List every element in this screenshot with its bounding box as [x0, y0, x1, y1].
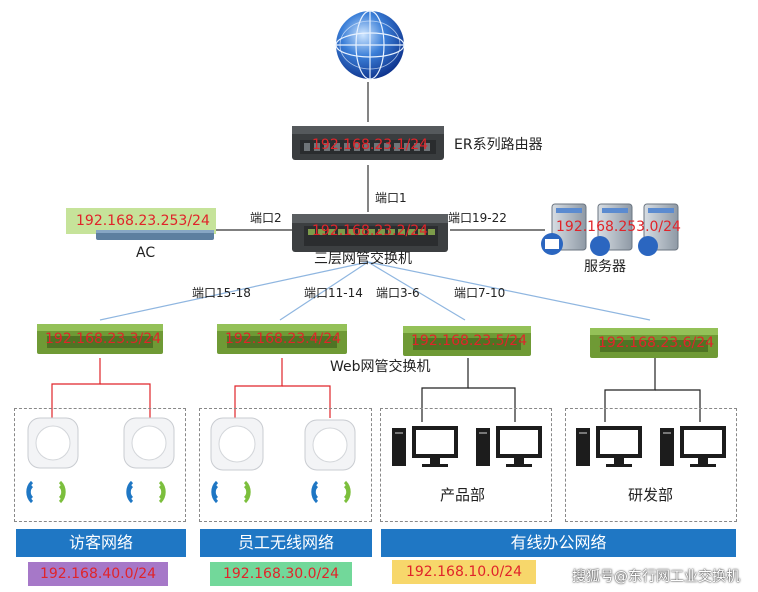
product-dept-box	[380, 408, 552, 522]
router-ip: 192.168.23.1/24	[312, 137, 429, 153]
web-switch-3: 192.168.23.5/24	[403, 324, 531, 358]
pc-icon	[392, 426, 458, 467]
port-2-label: 端口2	[250, 211, 282, 225]
web-switch-1: 192.168.23.3/24	[37, 322, 163, 356]
internet-globe-icon	[335, 10, 405, 80]
wired-subnet: 192.168.10.0/24	[392, 560, 536, 584]
web-switch-3-ip: 192.168.23.5/24	[411, 333, 528, 349]
servers-ip: 192.168.253.0/24	[556, 219, 681, 235]
staff-network-bar: 员工无线网络	[200, 529, 372, 557]
ac-ip: 192.168.23.253/24	[76, 213, 210, 229]
guest-access-points	[26, 417, 175, 504]
rnd-dept-pcs	[576, 426, 726, 467]
guest-network-bar: 访客网络	[16, 529, 186, 557]
guest-subnet: 192.168.40.0/24	[28, 562, 168, 586]
port-11-14-label: 端口11-14	[304, 286, 363, 300]
rnd-dept-label: 研发部	[628, 486, 674, 504]
product-dept-label: 产品部	[440, 486, 486, 504]
web-switch-2: 192.168.23.4/24	[217, 322, 347, 356]
web-switch-label: Web网管交换机	[330, 359, 431, 375]
ac-ip-highlight	[66, 208, 216, 234]
web-switch-4: 192.168.23.6/24	[590, 326, 718, 360]
core-switch: 192.168.23.2/24	[292, 212, 448, 254]
ac-label: AC	[136, 245, 156, 261]
port-3-6-label: 端口3-6	[376, 286, 420, 300]
servers-icon	[541, 203, 679, 256]
port-15-18-label: 端口15-18	[192, 286, 251, 300]
port-7-10-label: 端口7-10	[454, 286, 506, 300]
access-point-icon	[27, 417, 79, 469]
core-switch-label: 三层网管交换机	[314, 251, 412, 267]
guest-network-box	[14, 408, 186, 522]
watermark-text: 搜狐号@东行网工业交换机	[572, 569, 740, 585]
router-label: ER系列路由器	[454, 137, 543, 153]
product-dept-pcs	[392, 426, 542, 467]
ac-device	[96, 230, 214, 240]
port-19-22-label: 端口19-22	[448, 211, 507, 225]
rnd-dept-box	[565, 408, 737, 522]
wired-network-bar: 有线办公网络	[381, 529, 736, 557]
port-1-label: 端口1	[375, 191, 407, 205]
servers-label: 服务器	[584, 259, 626, 275]
web-switch-2-ip: 192.168.23.4/24	[225, 331, 342, 347]
web-switch-1-ip: 192.168.23.3/24	[45, 331, 162, 347]
core-switch-ip: 192.168.23.2/24	[312, 223, 429, 239]
staff-access-points	[210, 417, 356, 504]
staff-subnet: 192.168.30.0/24	[210, 562, 352, 586]
staff-network-box	[199, 408, 372, 522]
er-router: 192.168.23.1/24	[292, 122, 444, 164]
web-switch-4-ip: 192.168.23.6/24	[598, 335, 715, 351]
